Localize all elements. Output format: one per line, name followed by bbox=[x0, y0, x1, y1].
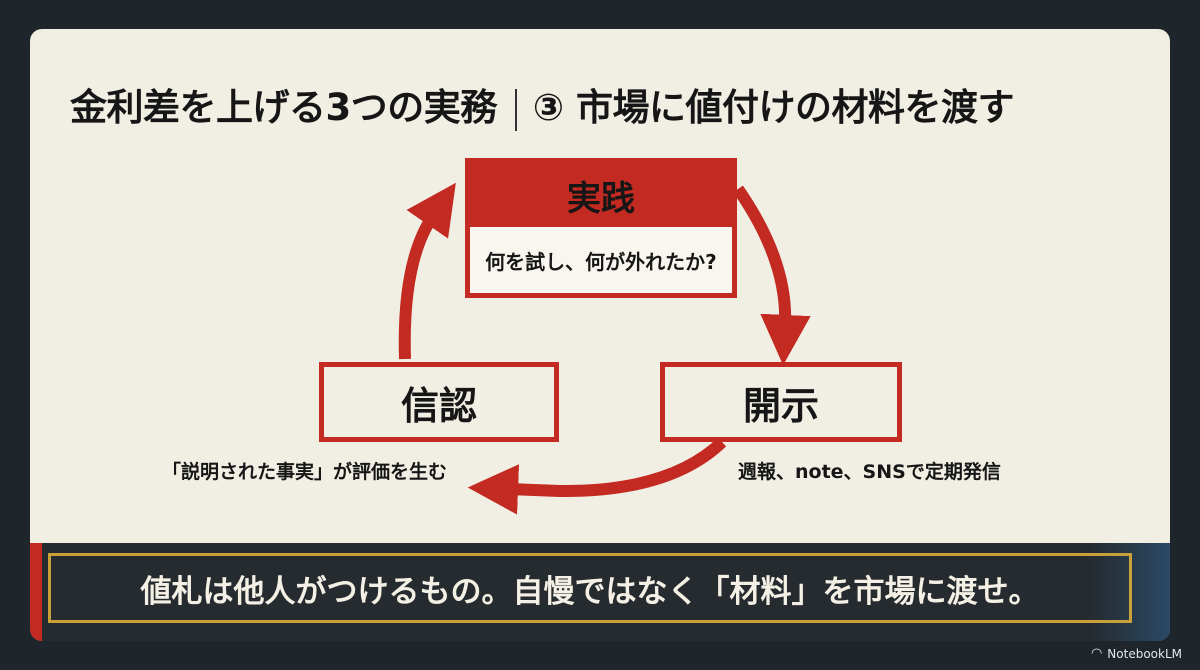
slide: 金利差を上げる3つの実務 ③ 市場に値付けの材料を渡す 実践 何を試し、何が外れた… bbox=[30, 29, 1170, 641]
banner: 値札は他人がつけるもの。自慢ではなく「材料」を市場に渡せ。 bbox=[48, 553, 1132, 623]
node-disclosure: 開示 bbox=[660, 362, 902, 442]
arrow-trust-to-practice bbox=[398, 182, 456, 360]
arrow-disclosure-to-trust bbox=[467, 437, 727, 515]
trust-caption: 「説明された事実」が評価を生む bbox=[162, 461, 448, 483]
disclosure-caption: 週報、note、SNSで定期発信 bbox=[738, 461, 1001, 483]
title-main: 金利差を上げる3つの実務 bbox=[70, 86, 497, 129]
band-accent-left bbox=[30, 543, 42, 641]
title-sub: ③ 市場に値付けの材料を渡す bbox=[532, 86, 1015, 129]
banner-text: 値札は他人がつけるもの。自慢ではなく「材料」を市場に渡せ。 bbox=[140, 573, 1040, 610]
cycle-arrows bbox=[398, 182, 811, 515]
arrow-practice-to-disclosure bbox=[733, 185, 811, 366]
title-divider bbox=[514, 88, 517, 131]
node-disclosure-label: 開示 bbox=[742, 383, 819, 428]
node-practice-question: 何を試し、何が外れたか? bbox=[485, 249, 717, 274]
watermark: ◠ NotebookLM bbox=[1091, 646, 1182, 661]
node-practice-label: 実践 bbox=[470, 163, 732, 227]
watermark-text: NotebookLM bbox=[1107, 646, 1182, 661]
notebooklm-icon: ◠ bbox=[1090, 646, 1103, 661]
bottom-band bbox=[30, 543, 1170, 641]
node-trust-label: 信認 bbox=[400, 383, 477, 428]
node-practice: 実践 何を試し、何が外れたか? bbox=[465, 158, 737, 298]
page-title: 金利差を上げる3つの実務 ③ 市場に値付けの材料を渡す bbox=[70, 77, 1014, 131]
node-trust: 信認 bbox=[319, 362, 559, 442]
